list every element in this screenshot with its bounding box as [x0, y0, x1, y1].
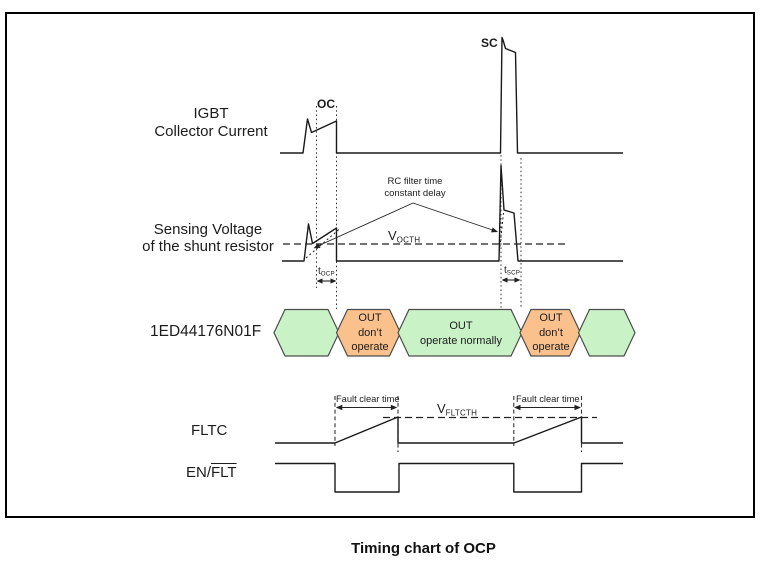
enflt-overline-part: FLT [211, 464, 237, 481]
sensing-voltage-trace [282, 164, 623, 262]
tocp-arrowhead-left [316, 278, 323, 284]
fault2-arrowhead-left [514, 404, 521, 411]
fltc-trace [275, 416, 623, 444]
igbt-row-label: IGBT Collector Current [154, 105, 268, 140]
fault-clear-time-2-label: Fault clear time [516, 394, 580, 404]
fault-clear-time-1-label: Fault clear time [336, 394, 400, 404]
fltc-row-label: FLTC [191, 422, 228, 439]
state-hex-normal-3 [577, 308, 636, 357]
vfltcth-sub: FLTCTH [445, 408, 478, 418]
tscp-arrowhead-right [514, 277, 521, 283]
tocp-arrowhead-right [330, 278, 337, 284]
vfltcth-label: VFLTCTH [437, 401, 477, 417]
tscp-label: tSCP [504, 265, 520, 277]
igbt-current-trace [280, 36, 623, 154]
fault1-arrowhead-left [335, 404, 343, 411]
state-fault-1-text: OUT don’t operate [351, 312, 389, 354]
fault1-arrowhead-right [390, 404, 398, 411]
enflt-trace [275, 462, 623, 493]
sc-marker: SC [481, 36, 498, 50]
state-hex-normal-1 [273, 308, 340, 357]
rc-filter-note: RC filter time constant delay [384, 176, 446, 199]
vocth-sub: OCTH [396, 235, 421, 245]
rc-note-pointer-left [318, 202, 414, 246]
rc-note-arrowhead-right [491, 227, 498, 233]
rc-filtered-trace-oc [305, 228, 341, 259]
rc-note-arrowhead-left [313, 243, 321, 249]
tscp-arrowhead-left [501, 277, 508, 283]
sensing-row-label: Sensing Voltage of the shunt resistor [142, 221, 274, 255]
vocth-label: VOCTH [388, 228, 420, 244]
vfltcth-main: V [437, 401, 446, 416]
fault2-arrowhead-right [574, 404, 581, 411]
state-normal-2-text: OUT operate normally [420, 320, 502, 347]
device-row-label: 1ED44176N01F [150, 323, 262, 340]
tocp-label: tOCP [318, 266, 335, 278]
vocth-main: V [388, 228, 397, 243]
state-fault-2-text: OUT don’t operate [532, 312, 570, 354]
figure-border [5, 12, 755, 518]
tocp-main: t [318, 266, 321, 277]
enflt-row-label: EN/FLT [186, 464, 237, 481]
oc-marker: OC [317, 97, 335, 111]
tscp-sub: SCP [506, 269, 521, 277]
tocp-sub: OCP [320, 270, 335, 278]
tscp-main: t [504, 265, 507, 276]
enflt-pre: EN/ [186, 464, 212, 481]
figure-caption: Timing chart of OCP [351, 540, 496, 557]
rc-note-pointer-right [412, 202, 493, 231]
